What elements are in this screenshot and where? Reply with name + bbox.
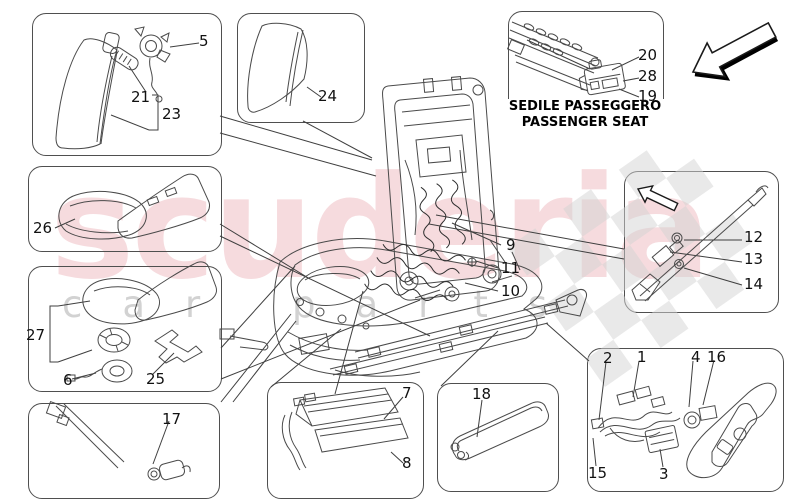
sketch-wire-frame xyxy=(450,401,549,461)
leader-lines xyxy=(219,115,625,403)
checkered-flag-watermark xyxy=(507,150,753,388)
rail-direction-arrow-icon xyxy=(636,185,679,212)
callout-24: 24 xyxy=(318,87,338,105)
callout-25: 25 xyxy=(146,370,166,388)
callout-1: 1 xyxy=(637,348,647,366)
callout-15: 15 xyxy=(588,464,608,482)
callout-6: 6 xyxy=(63,371,73,389)
box-wire-frame xyxy=(437,383,559,492)
caption-line-english: PASSENGER SEAT xyxy=(521,114,649,130)
sketch-harness-switches xyxy=(590,382,777,479)
callout-8: 8 xyxy=(402,454,412,472)
sketch-cushion-upper xyxy=(58,173,210,240)
sketch-back-panel-2 xyxy=(247,22,308,113)
callout-21: 21 xyxy=(131,88,151,106)
sketch-passenger-seat-variant xyxy=(506,21,626,96)
callout-26: 26 xyxy=(33,219,53,237)
sketch-back-panel-1 xyxy=(55,26,171,150)
sketch-bracket-17 xyxy=(45,400,191,481)
callout-23: 23 xyxy=(162,105,182,123)
callout-12: 12 xyxy=(744,228,764,246)
callout-17: 17 xyxy=(162,410,182,428)
brand-tagline-watermark: car parts xyxy=(62,283,588,326)
box-backrest-panel-1 xyxy=(32,13,222,156)
box-cushion-upper xyxy=(28,166,222,252)
direction-arrow-icon xyxy=(691,21,779,81)
callout-9: 9 xyxy=(506,236,516,254)
sketch-control-module xyxy=(281,387,409,471)
sketch-seat-base xyxy=(219,238,587,377)
sketch-seat-rail xyxy=(631,185,769,302)
callout-20: 20 xyxy=(638,46,658,64)
box-control-module xyxy=(267,382,424,499)
sketch-cushion-fan xyxy=(66,261,217,383)
box-bracket-17 xyxy=(28,403,220,499)
callout-14: 14 xyxy=(744,275,764,293)
callout-3: 3 xyxy=(659,465,669,483)
callout-16: 16 xyxy=(707,348,727,366)
passenger-seat-caption: SEDILE PASSEGGERO PASSENGER SEAT xyxy=(504,99,666,131)
callout-5: 5 xyxy=(199,32,209,50)
sketch-backrest-frame xyxy=(382,76,502,301)
box-backrest-panel-2 xyxy=(237,13,365,123)
callout-19: 19 xyxy=(638,87,658,105)
callout-11: 11 xyxy=(501,259,521,277)
callout-10: 10 xyxy=(501,282,521,300)
callout-27: 27 xyxy=(26,326,46,344)
callout-2: 2 xyxy=(603,349,613,367)
caption-line-italian: SEDILE PASSEGGERO xyxy=(508,99,662,114)
callout-7: 7 xyxy=(402,384,412,402)
callout-13: 13 xyxy=(744,250,764,268)
callout-4: 4 xyxy=(691,348,701,366)
callout-28: 28 xyxy=(638,67,658,85)
box-harness-switches xyxy=(587,348,784,492)
callout-18: 18 xyxy=(472,385,492,403)
